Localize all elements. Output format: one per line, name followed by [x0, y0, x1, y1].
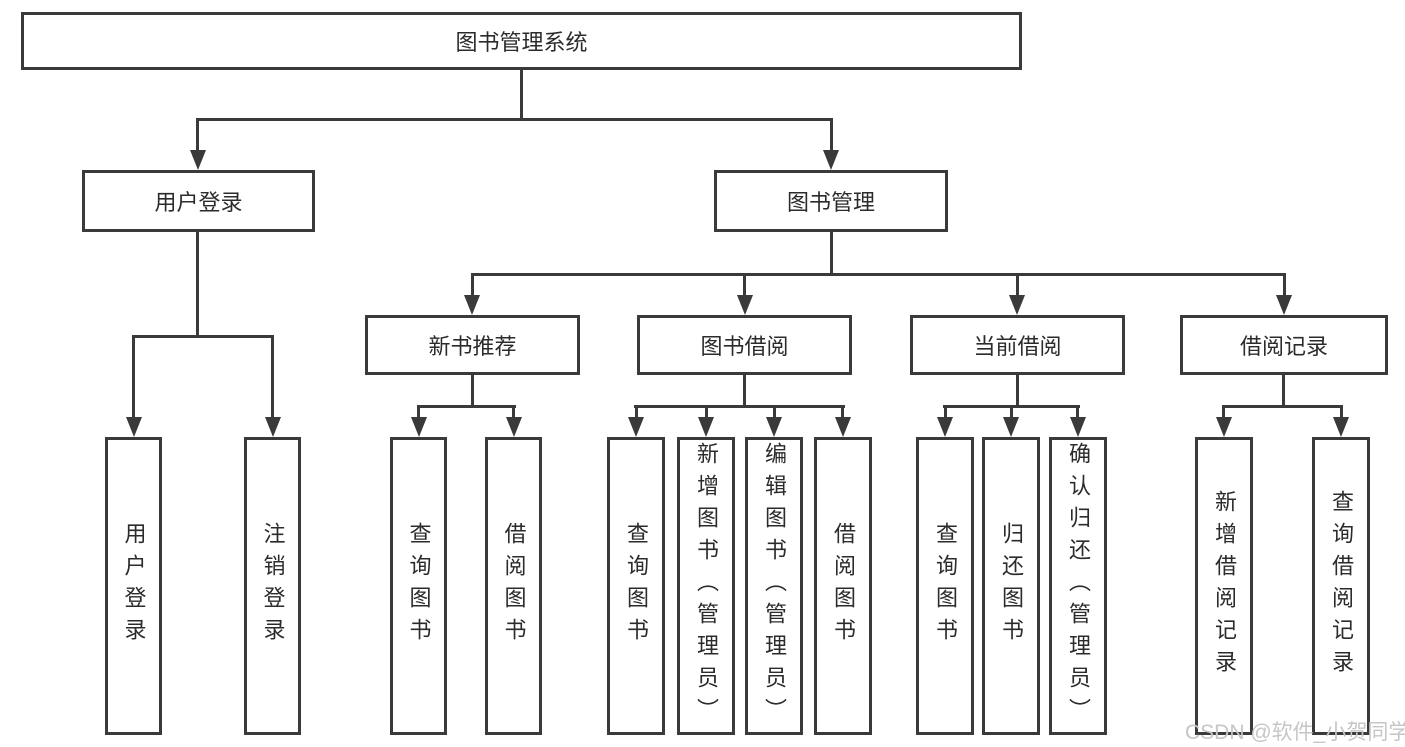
node-box-current-borrow: 当前借阅: [910, 315, 1125, 375]
node-label-book-borrow: 图书借阅: [700, 334, 789, 359]
connector-vline: [196, 118, 199, 152]
connector-vline: [1283, 273, 1286, 299]
connector-vline: [635, 405, 638, 419]
connector-hline: [471, 273, 1286, 276]
watermark: CSDN @软件_小贺同学: [1185, 721, 1405, 744]
leaf-box-logout: 注销登录: [244, 437, 301, 735]
connector-vline: [132, 335, 135, 419]
leaf-label-return-book: 归还图书: [999, 522, 1024, 650]
node-label-user-login: 用户登录: [154, 190, 243, 215]
node-box-book-management: 图书管理: [714, 170, 948, 232]
leaf-box-edit-book-admin: 编辑图书（管理员）: [745, 437, 803, 735]
arrow-down-icon: [411, 417, 427, 437]
arrow-down-icon: [937, 417, 953, 437]
arrow-down-icon: [835, 417, 851, 437]
connector-vline: [1016, 375, 1019, 408]
leaf-box-query-book-borrow: 查询图书: [607, 437, 665, 735]
arrow-down-icon: [265, 417, 281, 437]
leaf-label-confirm-return-admin: 确认归还（管理员）: [1066, 442, 1091, 730]
connector-vline: [471, 375, 474, 408]
leaf-label-add-book-admin: 新增图书（管理员）: [694, 442, 719, 730]
node-box-borrow-records: 借阅记录: [1180, 315, 1388, 375]
arrow-down-icon: [190, 150, 206, 170]
leaf-label-query-book-current: 查询图书: [933, 522, 958, 650]
arrow-down-icon: [766, 417, 782, 437]
connector-hline: [417, 405, 516, 408]
leaf-box-query-book-current: 查询图书: [916, 437, 974, 735]
leaf-label-query-book-borrow: 查询图书: [624, 522, 649, 650]
arrow-down-icon: [464, 295, 480, 315]
connector-vline: [1010, 405, 1013, 419]
connector-vline: [830, 118, 833, 152]
connector-vline: [417, 405, 420, 419]
leaf-label-query-borrow-record: 查询借阅记录: [1329, 490, 1354, 682]
arrow-down-icon: [737, 295, 753, 315]
arrow-down-icon: [1276, 295, 1292, 315]
arrow-down-icon: [1070, 417, 1086, 437]
connector-hline: [196, 118, 833, 121]
leaf-box-borrow-book-recommend: 借阅图书: [485, 437, 542, 735]
leaf-label-logout: 注销登录: [260, 522, 286, 650]
node-label-borrow-records: 借阅记录: [1239, 334, 1328, 359]
connector-vline: [1222, 405, 1225, 419]
leaf-box-confirm-return-admin: 确认归还（管理员）: [1049, 437, 1107, 735]
leaf-box-return-book: 归还图书: [982, 437, 1040, 735]
connector-vline: [743, 375, 746, 408]
leaf-box-borrow-book: 借阅图书: [814, 437, 872, 735]
connector-vline: [830, 232, 833, 276]
connector-hline: [634, 405, 845, 408]
connector-hline: [132, 335, 274, 338]
node-box-book-borrow: 图书借阅: [637, 315, 852, 375]
connector-vline: [520, 70, 523, 118]
node-label-new-book-recommend: 新书推荐: [428, 334, 517, 359]
leaf-box-user-login: 用户登录: [105, 437, 162, 735]
connector-vline: [705, 405, 708, 419]
connector-vline: [512, 405, 515, 419]
leaf-label-user-login: 用户登录: [121, 522, 147, 650]
connector-vline: [1016, 273, 1019, 299]
node-label-book-management: 图书管理: [786, 190, 875, 215]
leaf-label-borrow-book: 借阅图书: [831, 522, 856, 650]
connector-hline: [1222, 405, 1343, 408]
connector-vline: [196, 232, 199, 338]
arrow-down-icon: [126, 417, 142, 437]
connector-vline: [743, 273, 746, 299]
arrow-down-icon: [1216, 417, 1232, 437]
connector-vline: [773, 405, 776, 419]
connector-vline: [1076, 405, 1079, 419]
connector-vline: [1282, 375, 1285, 408]
leaf-box-query-book-recommend: 查询图书: [390, 437, 447, 735]
connector-vline: [271, 335, 274, 419]
arrow-down-icon: [1333, 417, 1349, 437]
leaf-label-add-borrow-record: 新增借阅记录: [1212, 490, 1237, 682]
arrow-down-icon: [1003, 417, 1019, 437]
arrow-down-icon: [823, 150, 839, 170]
leaf-box-add-borrow-record: 新增借阅记录: [1195, 437, 1253, 735]
leaf-label-edit-book-admin: 编辑图书（管理员）: [762, 442, 787, 730]
connector-vline: [1340, 405, 1343, 419]
leaf-label-query-book-recommend: 查询图书: [406, 522, 432, 650]
arrow-down-icon: [698, 417, 714, 437]
node-box-new-book-recommend: 新书推荐: [365, 315, 580, 375]
node-box-root: 图书管理系统: [21, 12, 1022, 70]
arrow-down-icon: [506, 417, 522, 437]
node-label-current-borrow: 当前借阅: [973, 334, 1062, 359]
node-label-root: 图书管理系统: [455, 30, 588, 55]
connector-vline: [841, 405, 844, 419]
connector-vline: [471, 273, 474, 299]
connector-vline: [944, 405, 947, 419]
leaf-label-borrow-book-recommend: 借阅图书: [501, 522, 527, 650]
arrow-down-icon: [628, 417, 644, 437]
leaf-box-add-book-admin: 新增图书（管理员）: [677, 437, 735, 735]
leaf-box-query-borrow-record: 查询借阅记录: [1312, 437, 1370, 735]
node-box-user-login: 用户登录: [82, 170, 315, 232]
arrow-down-icon: [1009, 295, 1025, 315]
